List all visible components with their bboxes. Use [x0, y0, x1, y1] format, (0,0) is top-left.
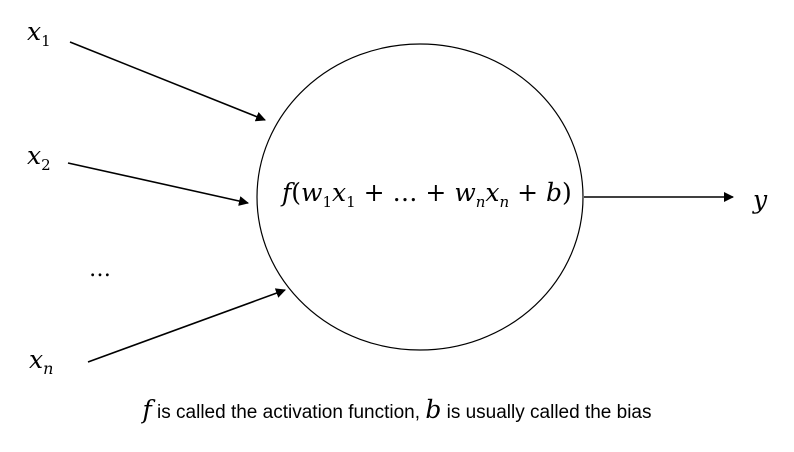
input-label-x2: x2 — [27, 141, 51, 174]
input-label-x1: x1 — [27, 17, 51, 50]
input-arrow-n — [87, 288, 286, 363]
caption-text-bias: is usually called the bias — [441, 402, 652, 423]
neuron-circle — [256, 43, 584, 351]
output-label-y: y — [752, 185, 768, 214]
caption-b-symbol: b — [425, 395, 442, 424]
caption: f is called the activation function, b i… — [0, 395, 794, 424]
input-arrow-2 — [67, 162, 249, 206]
input-arrow-1 — [69, 41, 266, 122]
caption-text-activation: is called the activation function, — [151, 402, 426, 423]
caption-f-symbol: f — [142, 395, 152, 424]
activation-formula: f(w1x1 + … + wnxn + b) — [280, 178, 572, 211]
input-ellipsis: … — [89, 257, 111, 282]
input-label-xn: xn — [29, 345, 53, 378]
